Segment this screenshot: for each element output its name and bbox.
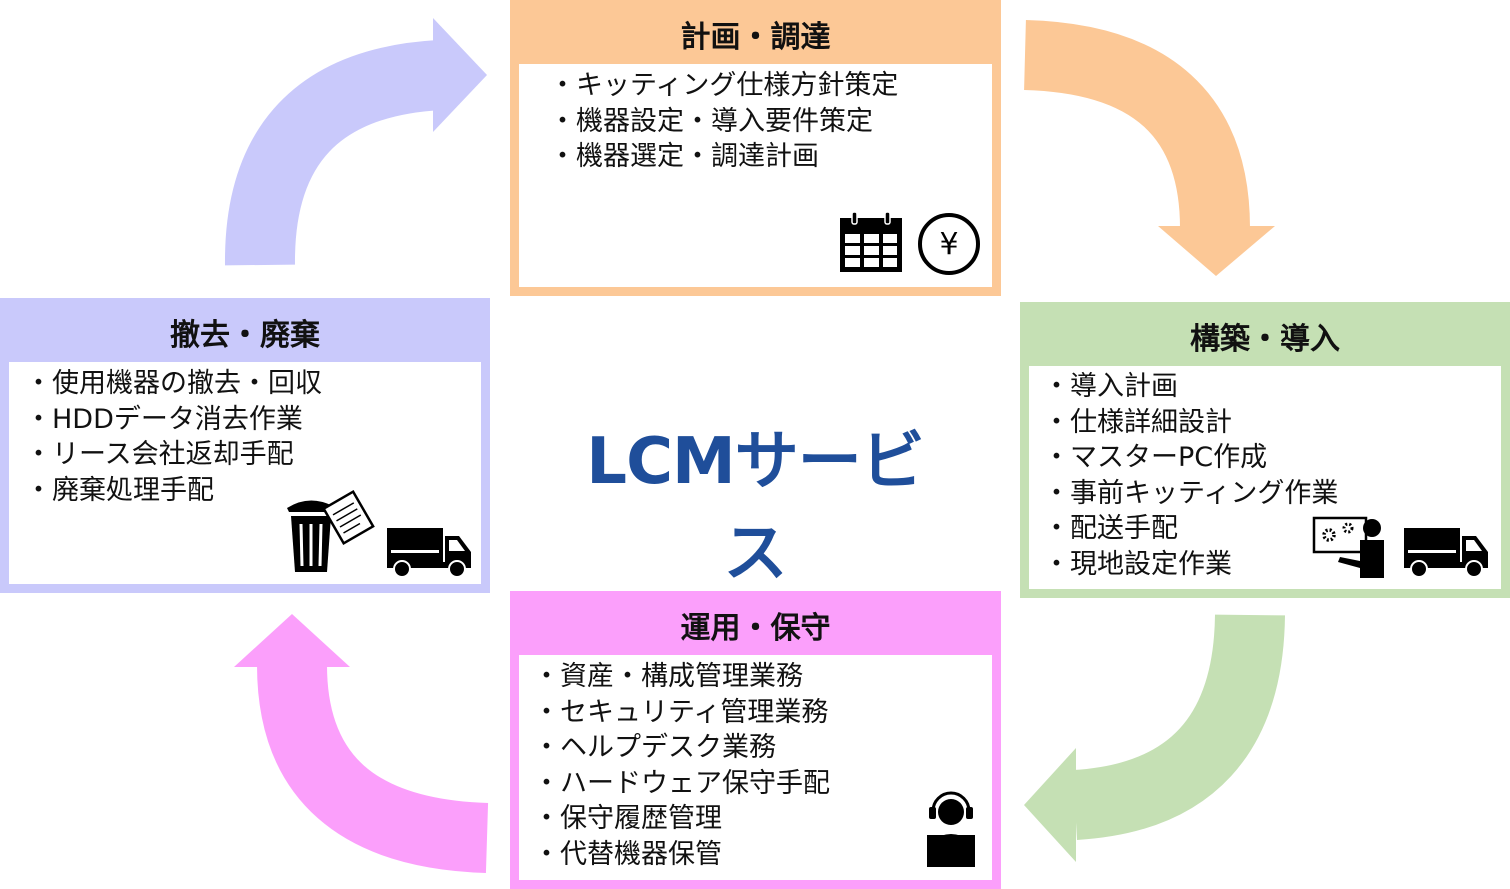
list-item: 保守履歴管理 bbox=[533, 801, 992, 837]
list-item: 資産・構成管理業務 bbox=[533, 659, 992, 695]
list-item: 代替機器保管 bbox=[533, 837, 992, 873]
stage-content: 使用機器の撤去・回収 HDDデータ消去作業 リース会社返却手配 廃棄処理手配 bbox=[9, 362, 481, 584]
list-item: 使用機器の撤去・回収 bbox=[25, 366, 481, 402]
list-item: マスターPC作成 bbox=[1043, 440, 1501, 476]
list-item: 導入計画 bbox=[1043, 369, 1501, 405]
list-item: キッティング仕様方針策定 bbox=[549, 68, 992, 104]
stage-title: 計画・調達 bbox=[680, 20, 831, 55]
stage-title: 運用・保守 bbox=[680, 611, 831, 646]
list-item: 廃棄処理手配 bbox=[25, 473, 481, 509]
stage-content: 資産・構成管理業務 セキュリティ管理業務 ヘルプデスク業務 ハードウェア保守手配… bbox=[519, 655, 992, 880]
stage-dispose: 撤去・廃棄 使用機器の撤去・回収 HDDデータ消去作業 リース会社返却手配 廃棄… bbox=[0, 298, 490, 593]
list-item: 現地設定作業 bbox=[1043, 547, 1501, 583]
calendar-icon bbox=[840, 212, 902, 272]
stage-content: キッティング仕様方針策定 機器設定・導入要件策定 機器選定・調達計画 ¥ bbox=[519, 64, 992, 287]
list-item: リース会社返却手配 bbox=[25, 437, 481, 473]
yen-icon: ¥ bbox=[918, 213, 980, 275]
list-item: 配送手配 bbox=[1043, 511, 1501, 547]
list-item: 仕様詳細設計 bbox=[1043, 405, 1501, 441]
stage-operate: 運用・保守 資産・構成管理業務 セキュリティ管理業務 ヘルプデスク業務 ハードウ… bbox=[510, 591, 1001, 889]
support-operator-icon bbox=[927, 791, 975, 867]
truck-icon bbox=[1404, 528, 1488, 578]
list-item: ハードウェア保守手配 bbox=[533, 766, 992, 802]
stage-build: 構築・導入 導入計画 仕様詳細設計 マスターPC作成 事前キッティング作業 配送… bbox=[1020, 302, 1510, 598]
arrow-operate-to-dispose bbox=[234, 614, 489, 873]
stage-title: 撤去・廃棄 bbox=[170, 318, 320, 353]
list-item: 事前キッティング作業 bbox=[1043, 476, 1501, 512]
truck-icon bbox=[387, 528, 471, 578]
arrow-dispose-to-plan bbox=[224, 18, 487, 266]
list-item: セキュリティ管理業務 bbox=[533, 695, 992, 731]
list-item: 機器選定・調達計画 bbox=[549, 139, 992, 175]
stage-content: 導入計画 仕様詳細設計 マスターPC作成 事前キッティング作業 配送手配 現地設… bbox=[1029, 366, 1501, 589]
svg-text:¥: ¥ bbox=[939, 227, 958, 262]
trash-icon bbox=[287, 489, 375, 572]
list-item: HDDデータ消去作業 bbox=[25, 402, 481, 438]
center-title: LCMサービス bbox=[586, 425, 924, 591]
list-item: 機器設定・導入要件策定 bbox=[549, 104, 992, 140]
stage-plan: 計画・調達 キッティング仕様方針策定 機器設定・導入要件策定 機器選定・調達計画… bbox=[510, 0, 1001, 296]
arrow-plan-to-build bbox=[1023, 20, 1275, 276]
list-item: ヘルプデスク業務 bbox=[533, 730, 992, 766]
engineer-icon bbox=[1312, 516, 1384, 578]
stage-title: 構築・導入 bbox=[1190, 322, 1340, 357]
arrow-build-to-operate bbox=[1024, 613, 1285, 862]
